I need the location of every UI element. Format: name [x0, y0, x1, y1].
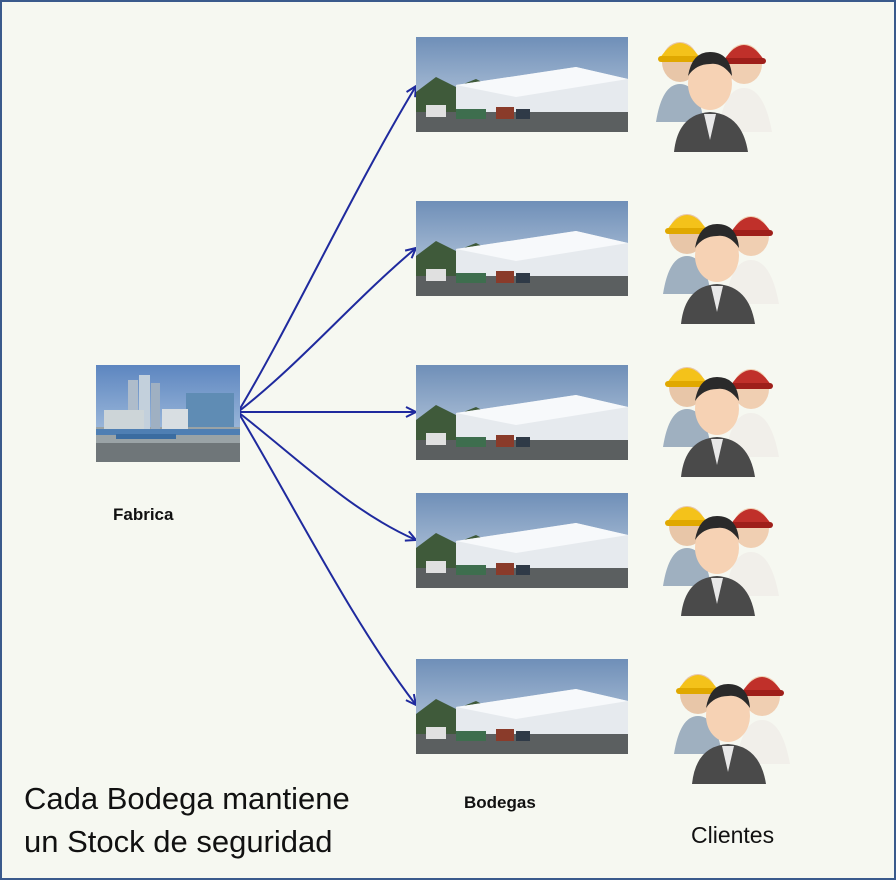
safety-stock-note: Cada Bodega mantiene un Stock de segurid… — [24, 777, 404, 863]
warehouses-label: Bodegas — [464, 793, 536, 812]
workers-group-icon — [652, 22, 782, 152]
warehouse-photo-4 — [416, 493, 628, 588]
workers-group-icon — [670, 654, 800, 784]
warehouse-photo-1 — [416, 37, 628, 132]
arrow-to-warehouse-2 — [237, 246, 418, 413]
arrow-to-warehouse-4 — [237, 411, 419, 542]
warehouse-photo-5 — [416, 659, 628, 754]
workers-group-icon — [659, 194, 789, 324]
customers-label: Clientes — [691, 822, 775, 848]
arrow-to-warehouse-5 — [237, 411, 418, 707]
factory-label: Fabrica — [113, 505, 174, 524]
note-line-1: Cada Bodega mantiene — [24, 781, 350, 816]
arrow-to-warehouse-1 — [237, 84, 418, 413]
workers-group-icon — [659, 486, 789, 616]
warehouse-photo-2 — [416, 201, 628, 296]
note-line-2: un Stock de seguridad — [24, 824, 333, 859]
factory-photo — [96, 365, 240, 462]
workers-group-icon — [659, 347, 789, 477]
warehouse-photo-3 — [416, 365, 628, 460]
